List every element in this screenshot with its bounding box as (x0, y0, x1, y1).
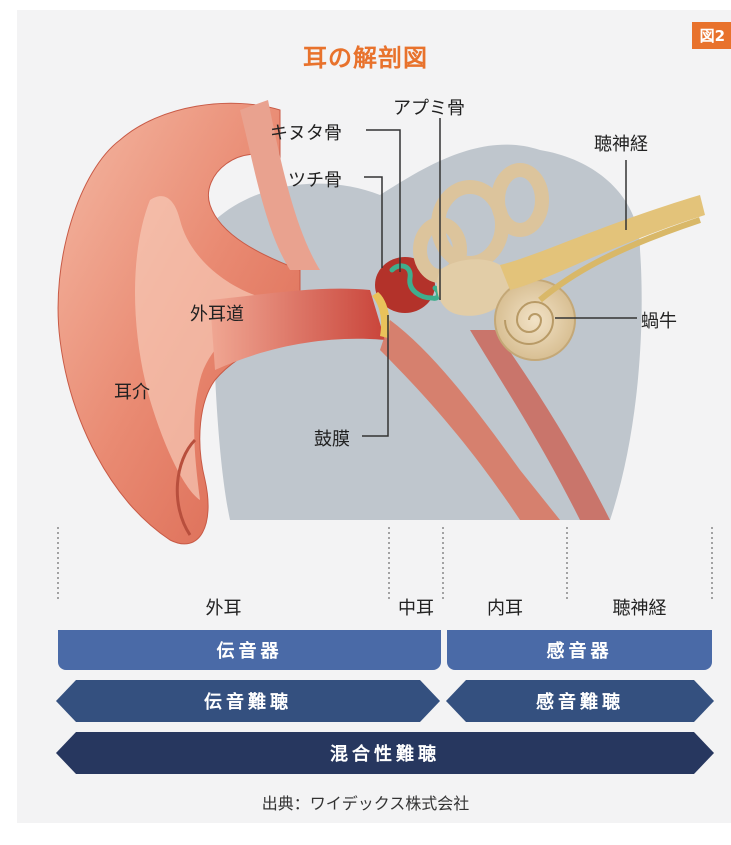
arrow-conductive-label: 伝音難聴 (76, 680, 420, 722)
region-auditory-nerve: 聴神経 (567, 594, 712, 620)
ear-anatomy-illustration (0, 0, 731, 600)
label-stapes: アプミ骨 (393, 94, 465, 120)
region-outer-ear: 外耳 (58, 594, 389, 620)
bar-sensory-organ: 感音器 (447, 630, 712, 670)
source-credit: 出典：ワイデックス株式会社 (0, 790, 731, 814)
label-auricle: 耳介 (114, 378, 150, 404)
region-middle-ear: 中耳 (389, 594, 443, 620)
label-incus: キヌタ骨 (270, 119, 342, 145)
bar-conductive-organ: 伝音器 (58, 630, 441, 670)
label-eardrum: 鼓膜 (314, 425, 350, 451)
label-cochlea: 蝸牛 (641, 307, 677, 333)
label-auditory-nerve: 聴神経 (594, 130, 648, 156)
arrow-sensorineural-label: 感音難聴 (466, 680, 694, 722)
label-malleus: ツチ骨 (288, 166, 342, 192)
arrow-mixed-label: 混合性難聴 (76, 732, 694, 774)
cochlea-shape (495, 280, 575, 360)
region-dividers (58, 527, 712, 600)
label-ear-canal: 外耳道 (190, 300, 244, 326)
region-inner-ear: 内耳 (443, 594, 567, 620)
